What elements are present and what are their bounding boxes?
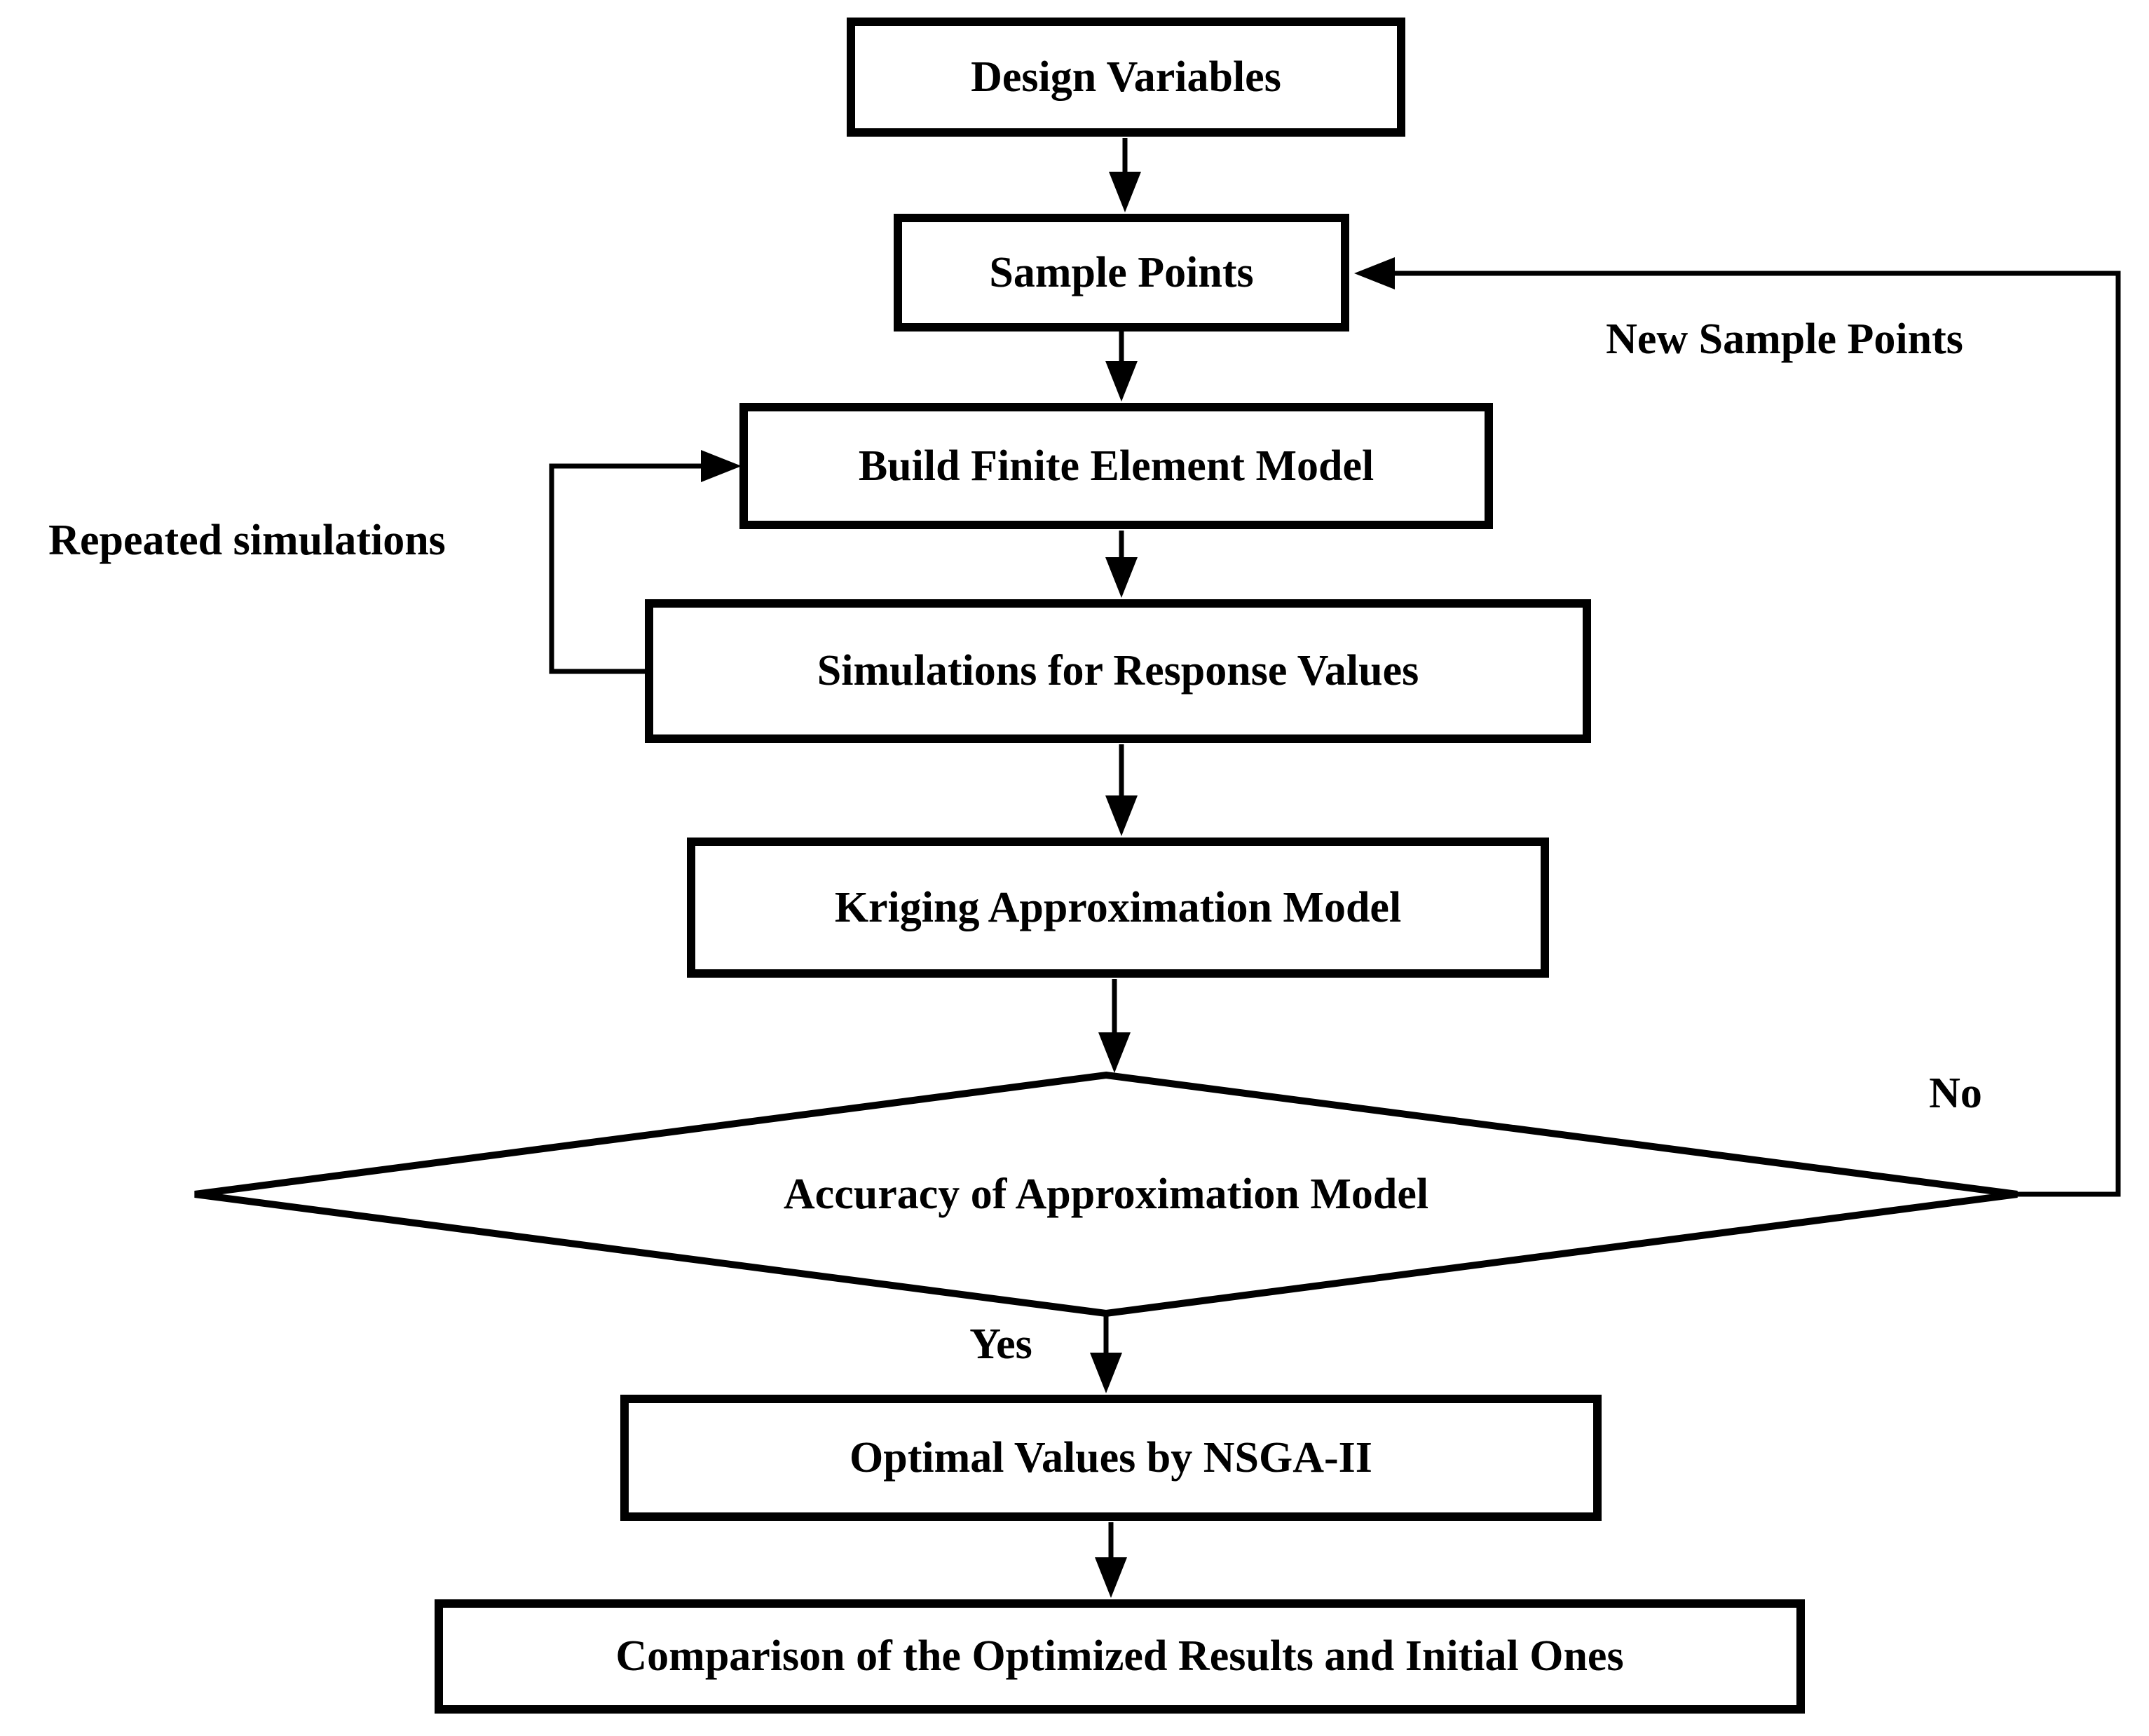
comparison-results-box: Comparison of the Optimized Results and … — [435, 1599, 1805, 1714]
feedback-no-new-sample-points — [1354, 257, 2121, 1197]
simulations-for-response-values-box: Simulations for Response Values — [645, 599, 1591, 743]
kriging-approximation-model-box: Kriging Approximation Model — [687, 838, 1549, 978]
arrow-nsga-to-comparison — [1095, 1522, 1127, 1598]
design-variables-box: Design Variables — [847, 18, 1405, 137]
arrow-simulations-to-kriging — [1105, 744, 1138, 836]
repeated-simulations-loop — [549, 450, 742, 674]
optimal-values-nsga-box: Optimal Values by NSGA-II — [620, 1395, 1602, 1521]
arrow-kriging-to-accuracy — [1098, 979, 1131, 1073]
build-finite-element-model-box: Build Finite Element Model — [739, 403, 1493, 529]
sample-points-box: Sample Points — [894, 214, 1349, 332]
accuracy-diamond-label: Accuracy of Approximation Model — [783, 1170, 1429, 1218]
yes-label: Yes — [969, 1320, 1032, 1368]
new-sample-points-label: New Sample Points — [1606, 315, 1963, 363]
no-label: No — [1929, 1069, 1982, 1117]
arrow-sample-to-fem — [1105, 332, 1138, 402]
arrow-accuracy-yes-to-nsga — [1090, 1313, 1122, 1393]
repeated-simulations-label: Repeated simulations — [48, 516, 446, 564]
arrow-fem-to-simulations — [1105, 531, 1138, 598]
arrow-design-to-sample — [1109, 138, 1141, 212]
